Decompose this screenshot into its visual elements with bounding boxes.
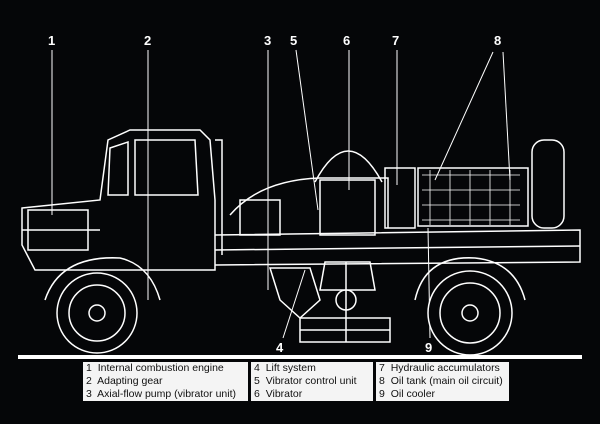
legend-item: 7 Hydraulic accumulators bbox=[379, 362, 500, 374]
callout-9: 9 bbox=[425, 340, 433, 355]
vibrator-assembly bbox=[268, 261, 391, 343]
callout-5: 5 bbox=[290, 33, 298, 48]
callout-1: 1 bbox=[48, 33, 56, 48]
callout-6: 6 bbox=[343, 33, 351, 48]
legend-column-1: 1 Internal combustion engine 2 Adapting … bbox=[83, 362, 248, 401]
leader-lines bbox=[51, 49, 511, 339]
chassis bbox=[214, 150, 581, 266]
engine bbox=[27, 209, 89, 251]
legend-column-3: 7 Hydraulic accumulators 8 Oil tank (mai… bbox=[376, 362, 509, 401]
spare-wheel bbox=[531, 139, 565, 229]
rear-wheel bbox=[414, 257, 526, 356]
callout-2: 2 bbox=[144, 33, 152, 48]
oil-tank bbox=[417, 167, 529, 227]
callout-4: 4 bbox=[276, 340, 284, 355]
ground-line bbox=[18, 355, 582, 359]
legend-item: 8 Oil tank (main oil circuit) bbox=[379, 375, 503, 387]
legend-item: 9 Oil cooler bbox=[379, 388, 436, 400]
callout-8: 8 bbox=[494, 33, 502, 48]
legend-item: 2 Adapting gear bbox=[86, 375, 163, 387]
legend-item: 5 Vibrator control unit bbox=[254, 375, 357, 387]
callout-7: 7 bbox=[392, 33, 400, 48]
legend-column-2: 4 Lift system 5 Vibrator control unit 6 … bbox=[251, 362, 373, 401]
legend-item: 3 Axial-flow pump (vibrator unit) bbox=[86, 388, 236, 400]
legend-item: 4 Lift system bbox=[254, 362, 316, 374]
legend-item: 1 Internal combustion engine bbox=[86, 362, 224, 374]
cab bbox=[21, 129, 223, 271]
front-wheel bbox=[44, 257, 161, 354]
callout-3: 3 bbox=[264, 33, 272, 48]
legend-item: 6 Vibrator bbox=[254, 388, 303, 400]
